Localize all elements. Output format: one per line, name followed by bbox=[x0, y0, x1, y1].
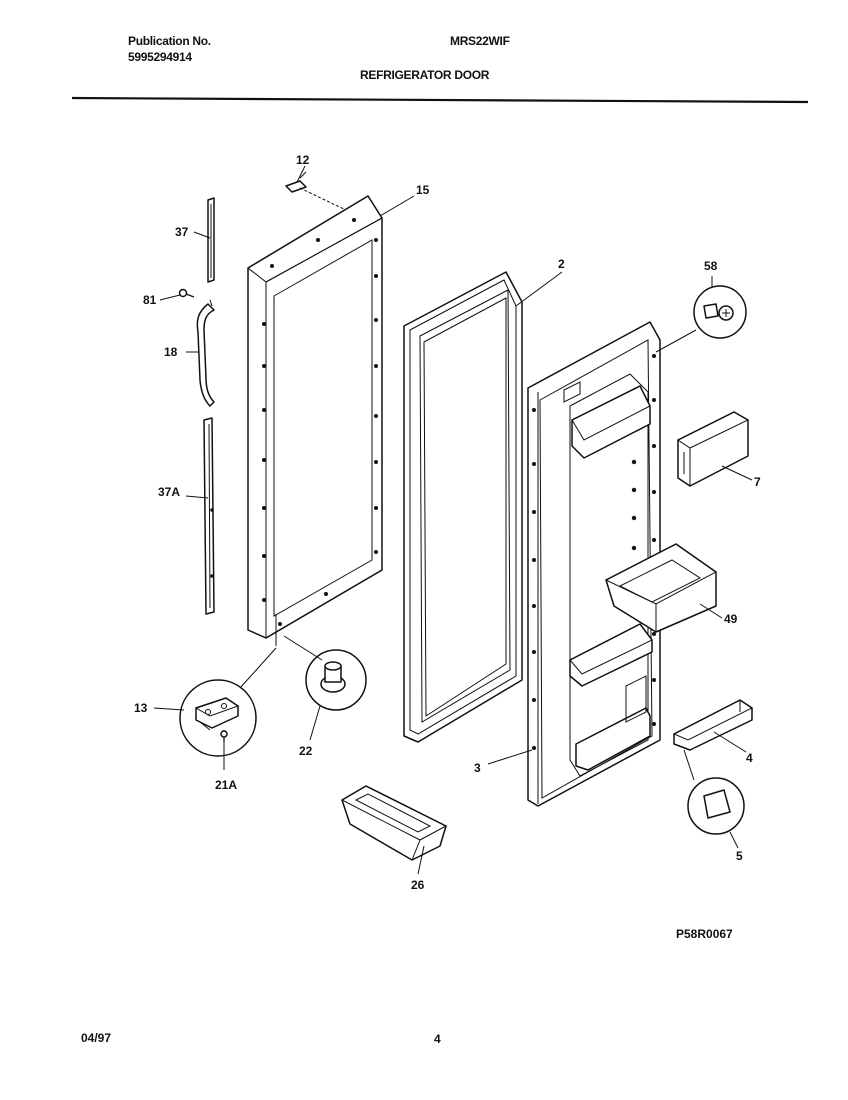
callout-13: 13 bbox=[134, 701, 148, 715]
footer-date: 04/97 bbox=[81, 1031, 111, 1045]
part-37-upper-trim bbox=[207, 197, 215, 283]
part-4-bin-retainer bbox=[672, 699, 753, 751]
part-2-door-gasket bbox=[403, 271, 523, 743]
part-26-bottom-bin bbox=[340, 785, 448, 861]
callout-18: 18 bbox=[164, 345, 178, 359]
section-title: REFRIGERATOR DOOR bbox=[360, 68, 490, 82]
model-number: MRS22WIF bbox=[450, 34, 510, 48]
callout-4: 4 bbox=[746, 751, 753, 765]
part-15-door-liner-frame bbox=[247, 195, 383, 639]
part-18-handle bbox=[196, 299, 215, 407]
part-13-hinge-detail bbox=[179, 679, 257, 757]
part-21a-screw bbox=[220, 730, 228, 742]
callout-3: 3 bbox=[474, 761, 481, 775]
callout-2: 2 bbox=[558, 257, 565, 271]
diagram-code: P58R0067 bbox=[676, 927, 733, 941]
callout-37a: 37A bbox=[158, 485, 180, 499]
callout-21a: 21A bbox=[215, 778, 237, 792]
part-81-screw bbox=[178, 288, 195, 298]
page-number: 4 bbox=[434, 1032, 441, 1046]
callout-58: 58 bbox=[704, 259, 718, 273]
part-5-clip-detail bbox=[687, 777, 745, 835]
part-3-door-assembly bbox=[527, 321, 661, 807]
leader-lines bbox=[153, 165, 753, 875]
callout-26: 26 bbox=[411, 878, 425, 892]
callout-37: 37 bbox=[175, 225, 189, 239]
callout-15: 15 bbox=[416, 183, 430, 197]
part-37a-lower-trim bbox=[203, 417, 215, 615]
callout-7: 7 bbox=[754, 475, 761, 489]
callout-22: 22 bbox=[299, 744, 313, 758]
callout-5: 5 bbox=[736, 849, 743, 863]
callout-12: 12 bbox=[296, 153, 310, 167]
header-rule bbox=[71, 96, 809, 104]
callout-49: 49 bbox=[724, 612, 738, 626]
part-12-tab bbox=[285, 171, 351, 213]
part-49-door-bin bbox=[604, 543, 717, 633]
part-58-screw-detail bbox=[693, 285, 747, 339]
publication-label: Publication No. bbox=[128, 34, 211, 48]
part-22-hinge-bushing-detail bbox=[305, 649, 367, 711]
callout-81: 81 bbox=[143, 293, 157, 307]
part-7-dairy-door bbox=[677, 411, 750, 487]
publication-number: 5995294914 bbox=[128, 50, 192, 64]
